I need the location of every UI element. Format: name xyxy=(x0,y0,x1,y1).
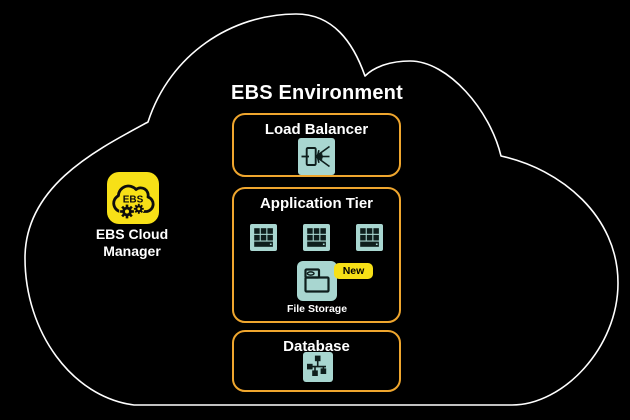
cloud-manager-label-line1: EBS Cloud xyxy=(95,226,169,242)
app-server-row xyxy=(232,224,401,251)
new-badge: New xyxy=(334,263,373,279)
file-storage-icon xyxy=(297,261,337,301)
diagram-title: EBS Environment xyxy=(231,82,403,104)
application-tier-label: Application Tier xyxy=(259,195,374,212)
file-storage-label: File Storage xyxy=(286,303,348,315)
gear-icon xyxy=(133,203,144,214)
database-label: Database xyxy=(283,338,350,355)
gear-icon xyxy=(120,204,134,219)
ebs-cloud-manager-glyph: EBS xyxy=(112,184,155,220)
ebs-cloud-manager-icon: EBS xyxy=(107,172,159,224)
application-tier-box: Application Tier xyxy=(232,187,401,323)
load-balancer-label: Load Balancer xyxy=(264,121,369,138)
load-balancer-icon xyxy=(298,138,335,175)
cm-cloud-shape xyxy=(112,184,155,213)
load-balancer-glyph xyxy=(301,145,330,168)
cm-icon-text: EBS xyxy=(123,195,144,206)
app-server-icon xyxy=(356,224,383,251)
database-box: Database xyxy=(232,330,401,392)
app-server-icon xyxy=(303,224,330,251)
file-storage-glyph xyxy=(304,268,330,293)
cloud-manager-label-line2: Manager xyxy=(103,242,161,259)
cloud-manager-label: EBS Cloud Manager xyxy=(82,226,182,259)
database-cluster-glyph xyxy=(307,355,327,376)
database-cluster-icon xyxy=(303,352,333,382)
cloud-outline-path xyxy=(24,13,619,406)
app-server-icon xyxy=(250,224,277,251)
load-balancer-box: Load Balancer xyxy=(232,113,401,177)
